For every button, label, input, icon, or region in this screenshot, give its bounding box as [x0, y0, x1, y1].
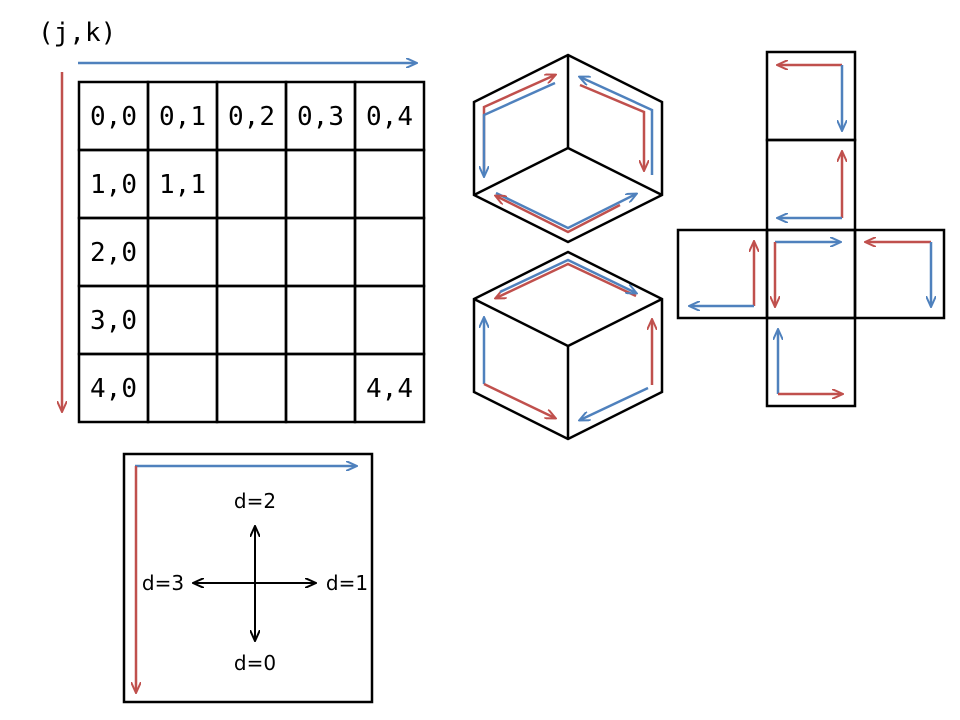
- grid-cell-label: 4,0: [90, 374, 137, 404]
- grid-cell: [353, 148, 426, 220]
- grid-cell: [215, 148, 288, 220]
- grid-cell-label: 0,3: [297, 102, 344, 132]
- title-label: (j,k): [38, 18, 116, 48]
- grid-cell: [353, 352, 426, 424]
- cube-net: [676, 50, 946, 408]
- index-grid: 0,0 0,1 0,2 0,3 0,4 1,0 1,1 2,0 3,0 4,0 4,4: [77, 80, 426, 424]
- grid-cell: [146, 216, 219, 288]
- grid-cell-label: 0,4: [366, 102, 413, 132]
- grid-cell: [284, 148, 357, 220]
- direction-legend: d=2 d=1 d=0 d=3: [122, 452, 374, 704]
- grid-cell-label: 2,0: [90, 238, 137, 268]
- label-d0: d=0: [234, 651, 276, 675]
- cube-top: [472, 53, 664, 244]
- grid-cell: [215, 284, 288, 356]
- grid-cell-label: 0,1: [159, 102, 206, 132]
- grid-cell: [284, 352, 357, 424]
- label-d1: d=1: [326, 571, 368, 595]
- grid-cell: [353, 216, 426, 288]
- label-d2: d=2: [234, 489, 276, 513]
- grid-cell: [284, 284, 357, 356]
- grid-cell-label: 1,0: [90, 170, 137, 200]
- grid-cell-label: 0,0: [90, 102, 137, 132]
- grid-cell-label: 4,4: [366, 374, 413, 404]
- grid-cell-label: 3,0: [90, 306, 137, 336]
- grid-cell-label: 1,1: [159, 170, 206, 200]
- grid-cell: [215, 352, 288, 424]
- grid-cell: [284, 216, 357, 288]
- grid-cell: [146, 352, 219, 424]
- grid-cell: [215, 216, 288, 288]
- grid-cell: [353, 284, 426, 356]
- grid-cell: [146, 284, 219, 356]
- label-d3: d=3: [142, 571, 184, 595]
- cube-bottom: [472, 250, 664, 441]
- grid-cell-label: 0,2: [228, 102, 275, 132]
